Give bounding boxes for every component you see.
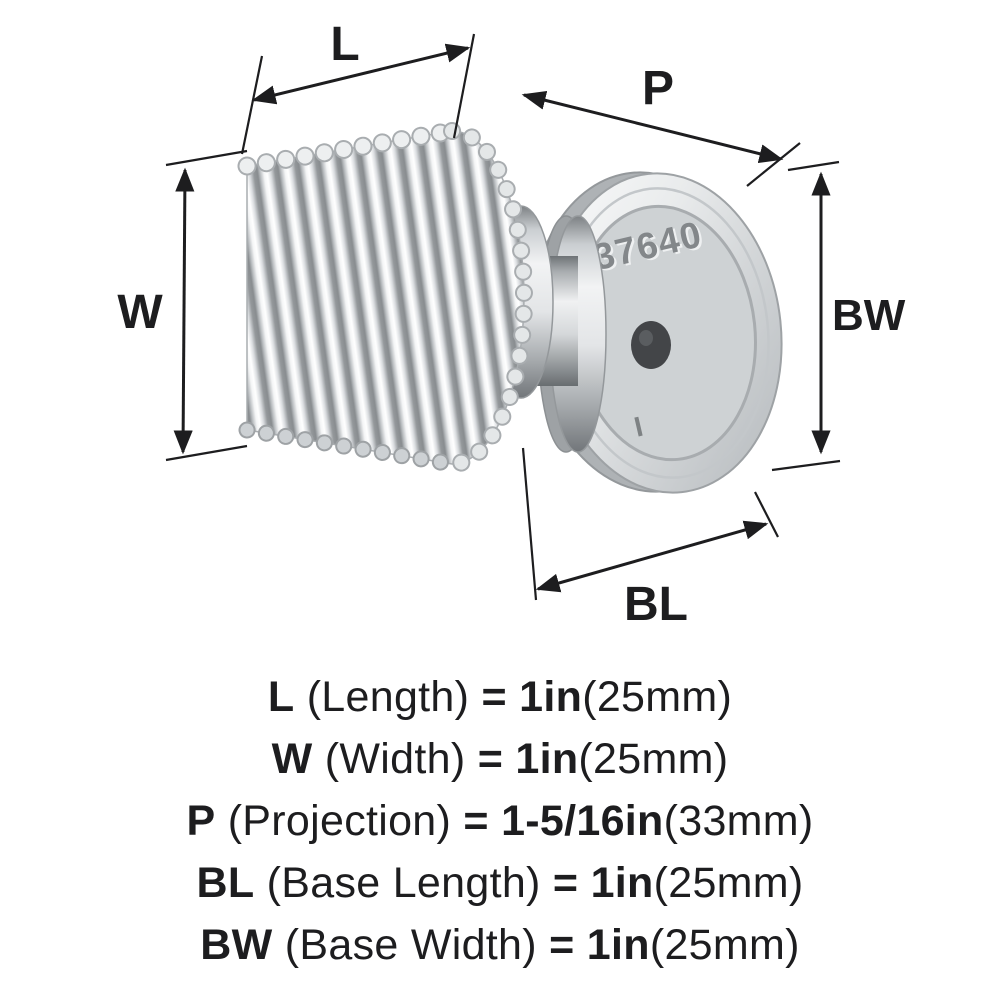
- spec-row-width: W (Width) = 1in(25mm): [0, 728, 1000, 790]
- dimension-length: [240, 33, 476, 155]
- base-length-extension-line-left: [521, 447, 538, 601]
- spec-name: (Length): [306, 673, 470, 721]
- flute-scallops-top: [239, 123, 460, 174]
- knurled-head: [237, 121, 533, 473]
- knob-figure-canvas: 37640 37640 I: [117, 18, 906, 631]
- spec-row-base-width: BW (Base Width) = 1in(25mm): [0, 914, 1000, 976]
- spec-equals: =: [477, 735, 504, 783]
- width-extension-line-bottom: [165, 444, 248, 462]
- spec-row-base-length: BL (Base Length) = 1in(25mm): [0, 852, 1000, 914]
- dimension-spec-list: L (Length) = 1in(25mm) W (Width) = 1in(2…: [0, 666, 1000, 976]
- label-length: L: [330, 18, 359, 71]
- spec-value-imperial: 1in: [515, 735, 579, 783]
- projection-extension-line: [746, 142, 801, 187]
- dimension-projection: [521, 90, 801, 187]
- center-screw-hole: [631, 321, 671, 369]
- base-width-extension-line-bottom: [771, 459, 841, 472]
- spec-equals: =: [463, 797, 489, 845]
- spec-name: (Projection): [227, 797, 452, 845]
- length-dimension-line: [251, 43, 471, 105]
- base-length-dimension-line: [535, 520, 769, 593]
- label-width: W: [117, 286, 163, 339]
- spec-value: 1in(25mm): [591, 859, 804, 907]
- width-dimension-line: [173, 167, 195, 455]
- flute-scallops-front: [445, 124, 531, 471]
- dimension-width: [165, 149, 248, 462]
- spec-symbol: P: [186, 797, 216, 845]
- spec-value-metric: (25mm): [653, 859, 804, 907]
- spec-equals: =: [549, 921, 575, 969]
- spec-row-length: L (Length) = 1in(25mm): [0, 666, 1000, 728]
- spec-value: 1in(25mm): [519, 673, 732, 721]
- spec-value-imperial: 1-5/16in: [501, 797, 664, 845]
- spec-symbol: L: [267, 673, 295, 721]
- width-extension-line-top: [165, 149, 248, 167]
- projection-dimension-line: [521, 90, 784, 164]
- dimension-annotations: [165, 33, 841, 601]
- dimension-base-length: [521, 447, 779, 601]
- spec-value-metric: (33mm): [663, 797, 814, 845]
- spec-value-metric: (25mm): [582, 673, 733, 721]
- spec-value: 1-5/16in(33mm): [501, 797, 813, 845]
- label-projection: P: [642, 62, 674, 115]
- spec-symbol: W: [271, 735, 313, 783]
- spec-equals: =: [481, 673, 507, 721]
- base-length-extension-line-right: [754, 491, 779, 538]
- base-width-extension-line-top: [787, 160, 840, 172]
- label-base-length: BL: [624, 578, 688, 631]
- spec-symbol: BL: [196, 859, 255, 907]
- dimension-base-width: [771, 160, 841, 472]
- spec-value-imperial: 1in: [586, 921, 650, 969]
- spec-value-metric: (25mm): [578, 735, 729, 783]
- length-extension-line-left: [240, 55, 264, 155]
- spec-row-projection: P (Projection) = 1-5/16in(33mm): [0, 790, 1000, 852]
- knurled-head-body: [246, 130, 525, 465]
- spec-value-imperial: 1in: [519, 673, 583, 721]
- label-base-width: BW: [832, 291, 906, 340]
- spec-name: (Base Length): [266, 859, 541, 907]
- spec-name: (Width): [324, 735, 466, 783]
- spec-name: (Base Width): [284, 921, 537, 969]
- spec-equals: =: [552, 859, 579, 907]
- screw-hole-highlight: [639, 330, 653, 346]
- flute-scallops-bottom: [240, 423, 459, 471]
- spec-value-metric: (25mm): [649, 921, 800, 969]
- spec-value-imperial: 1in: [590, 859, 654, 907]
- spec-value: 1in(25mm): [515, 735, 728, 783]
- knob-illustration: 37640 37640 I: [237, 121, 783, 494]
- spec-value: 1in(25mm): [587, 921, 800, 969]
- spec-symbol: BW: [200, 921, 273, 969]
